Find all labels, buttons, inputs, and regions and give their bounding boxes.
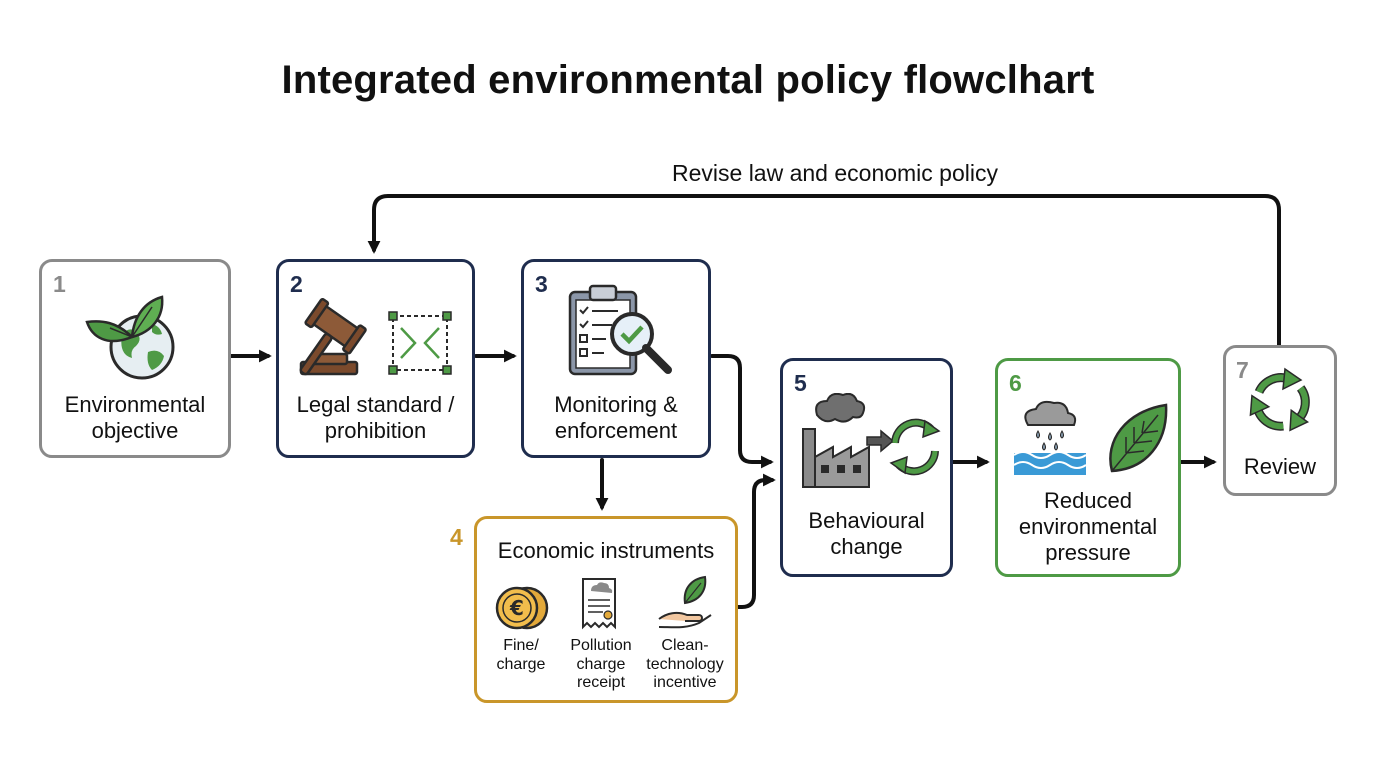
hand-leaf-icon <box>658 575 712 629</box>
step-4-label: Economic instruments <box>497 538 715 563</box>
step-3-box: 3 Monitoring & enforcement <box>521 259 711 458</box>
page-title: Integrated environmental policy flowclha… <box>281 58 1095 102</box>
step-6-box: 6 Reduced environmental pressure <box>995 358 1181 577</box>
gavel-icon <box>299 298 367 376</box>
step-7-box: 7 Review <box>1223 345 1337 496</box>
step-4-box: Economic instruments € Fine/ charge Poll… <box>474 516 738 703</box>
step-number: 7 <box>1236 357 1249 383</box>
step-3-label: Monitoring & enforcement <box>554 392 678 443</box>
step-number: 2 <box>290 271 303 297</box>
step-2-label: Legal standard / prohibition <box>296 392 455 443</box>
rain-water-icon <box>1013 400 1087 475</box>
instrument-label-incentive: Clean- technology incentive <box>646 637 724 691</box>
step-6-label: Reduced environmental pressure <box>1018 488 1158 565</box>
step-number: 1 <box>53 271 66 297</box>
arrow-4-to-5 <box>736 473 776 609</box>
instrument-label-fine: Fine/ charge <box>496 637 546 673</box>
svg-text:€: € <box>509 596 524 620</box>
recycle-icon <box>1249 367 1310 432</box>
clipboard-magnifier-icon <box>568 284 672 376</box>
step-1-box: 1 Environmental objective <box>39 259 231 458</box>
boundary-icon <box>388 311 452 375</box>
recycle-icon <box>889 418 941 476</box>
step-2-box: 2 Legal standard / prohibition <box>276 259 475 458</box>
feedback-loop-label: Revise law and economic policy <box>672 160 998 186</box>
feedback-loop-arrow <box>367 194 1281 347</box>
step-number: 5 <box>794 370 807 396</box>
step-1-label: Environmental objective <box>64 392 206 443</box>
step-7-label: Review <box>1243 454 1317 479</box>
euro-coins-icon: € <box>495 586 549 630</box>
instrument-label-receipt: Pollution charge receipt <box>570 637 632 691</box>
arrow-3-to-5 <box>710 354 774 469</box>
factory-icon <box>802 393 895 488</box>
step-5-box: 5 Behavioural change <box>780 358 953 577</box>
step-5-label: Behavioural change <box>808 508 925 559</box>
step-number: 3 <box>535 271 548 297</box>
step-number: 6 <box>1009 370 1022 396</box>
globe-leaf-icon <box>85 295 175 380</box>
leaf-icon <box>1109 403 1168 473</box>
step-4-number: 4 <box>450 524 463 550</box>
receipt-icon <box>582 578 616 630</box>
